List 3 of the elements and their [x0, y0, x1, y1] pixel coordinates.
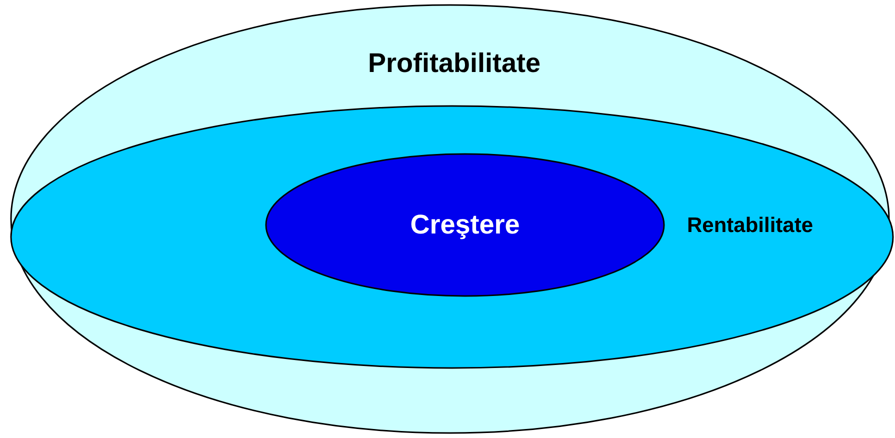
ellipse-label: Creştere [410, 210, 520, 240]
ellipse-label: Rentabilitate [687, 214, 814, 238]
ellipse-label: Profitabilitate [368, 48, 541, 79]
